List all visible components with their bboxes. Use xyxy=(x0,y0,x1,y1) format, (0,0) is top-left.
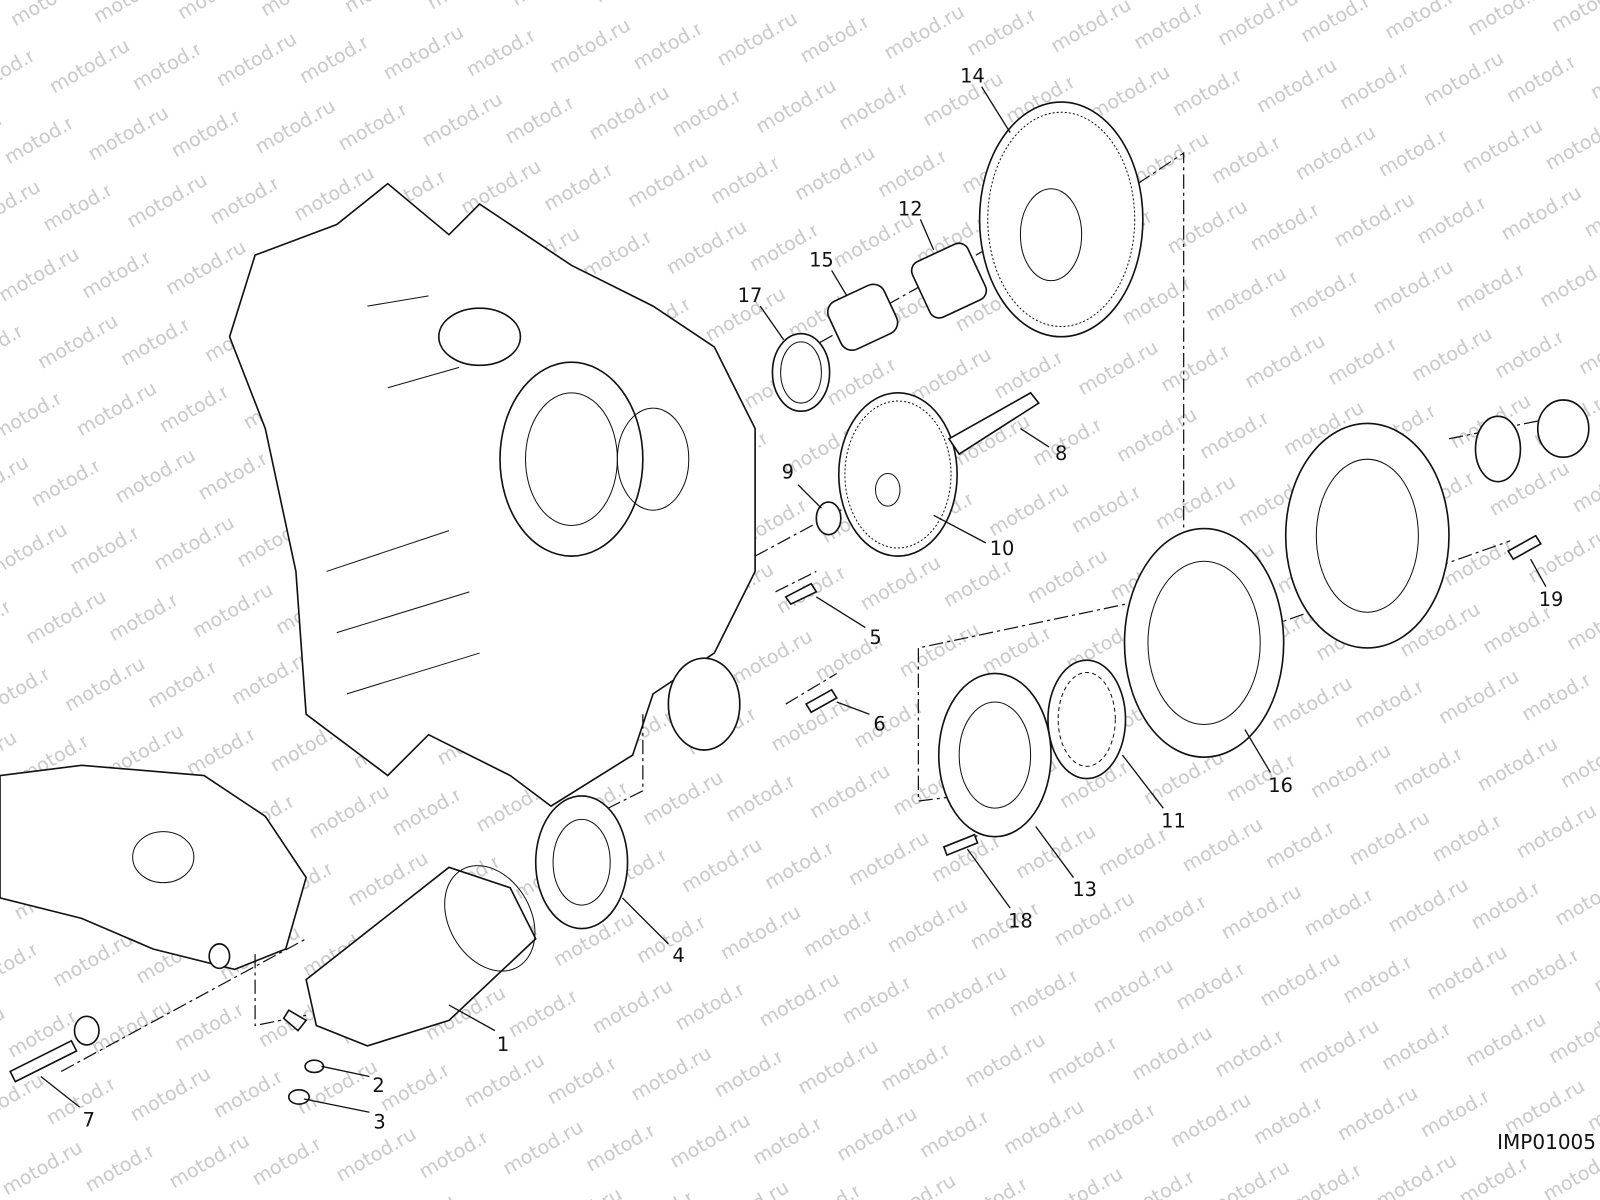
gear-14 xyxy=(978,101,1144,338)
bushing-12 xyxy=(910,242,988,319)
callout-11: 11 xyxy=(1161,810,1186,833)
callout-9: 9 xyxy=(782,461,794,484)
gear-10 xyxy=(837,392,958,557)
callout-12: 12 xyxy=(898,197,923,220)
callout-13: 13 xyxy=(1072,878,1097,901)
leader-line-2 xyxy=(321,1065,370,1078)
leader-line-16 xyxy=(1244,729,1271,773)
callout-6: 6 xyxy=(873,713,885,736)
leader-line-6 xyxy=(836,701,870,715)
leader-line-3 xyxy=(303,1098,370,1113)
callout-18: 18 xyxy=(1008,910,1033,933)
nut-and-washer xyxy=(1474,399,1590,483)
leader-line-12 xyxy=(919,219,935,251)
callout-2: 2 xyxy=(372,1074,384,1097)
leader-line-8 xyxy=(1020,428,1050,448)
callout-16: 16 xyxy=(1268,774,1293,797)
leader-line-18 xyxy=(966,848,1011,909)
leader-line-11 xyxy=(1121,754,1164,809)
bushing-15 xyxy=(826,283,899,352)
freewheel-11 xyxy=(1047,659,1127,780)
gasket-4 xyxy=(534,795,629,930)
crankcase-other-half xyxy=(0,764,308,971)
crankcase-half xyxy=(228,182,756,808)
leader-line-9 xyxy=(797,484,822,509)
leader-line-1 xyxy=(448,1004,496,1032)
leader-line-14 xyxy=(981,86,1011,134)
callout-7: 7 xyxy=(83,1109,95,1132)
starter-motor-1 xyxy=(282,865,537,1047)
leader-line-17 xyxy=(759,305,785,341)
ring-9 xyxy=(815,501,842,536)
bolts xyxy=(9,534,1542,1105)
plate-13 xyxy=(937,672,1052,838)
leader-line-7 xyxy=(40,1076,81,1108)
callout-5: 5 xyxy=(869,626,881,649)
callout-3: 3 xyxy=(373,1111,385,1134)
shaft-8 xyxy=(947,391,1040,456)
callout-10: 10 xyxy=(990,537,1015,560)
drawing-code: IMP01005 xyxy=(1497,1130,1596,1154)
leader-line-19 xyxy=(1530,558,1547,588)
leader-line-10 xyxy=(933,514,987,544)
callout-14: 14 xyxy=(960,65,985,88)
washer-17 xyxy=(771,332,831,413)
callout-15: 15 xyxy=(809,248,834,271)
leader-line-4 xyxy=(621,897,669,945)
callout-4: 4 xyxy=(672,944,684,967)
leader-line-13 xyxy=(1035,826,1075,878)
leader-line-15 xyxy=(831,270,848,297)
callout-19: 19 xyxy=(1539,588,1564,611)
callout-8: 8 xyxy=(1055,442,1067,465)
leader-line-5 xyxy=(815,596,866,629)
callout-17: 17 xyxy=(738,284,763,307)
flywheel-16 xyxy=(1123,422,1450,758)
callout-1: 1 xyxy=(497,1033,509,1056)
